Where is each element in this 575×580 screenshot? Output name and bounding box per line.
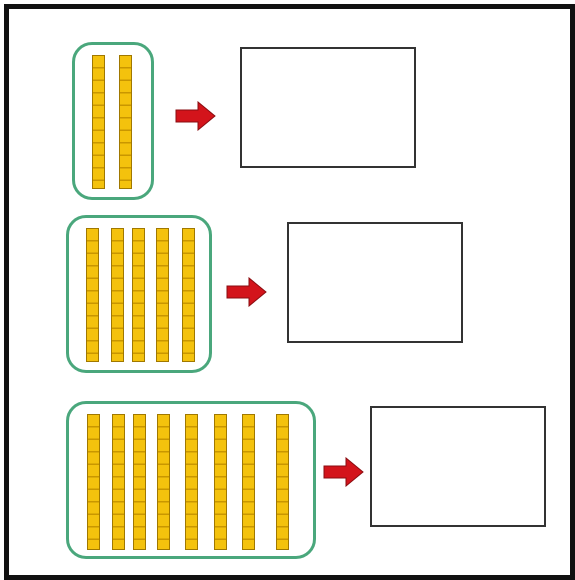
ten-rod [119, 55, 132, 189]
right-arrow-icon [175, 101, 216, 131]
ten-rod [92, 55, 105, 189]
ten-rod [133, 414, 146, 550]
right-arrow-icon [323, 457, 364, 487]
ten-rod [156, 228, 169, 362]
tens-group-2 [66, 215, 212, 373]
answer-box-1[interactable] [240, 47, 416, 168]
ten-rod [86, 228, 99, 362]
ten-rod [182, 228, 195, 362]
ten-rod [157, 414, 170, 550]
ten-rod [276, 414, 289, 550]
ten-rod [132, 228, 145, 362]
answer-box-2[interactable] [287, 222, 463, 343]
answer-box-3[interactable] [370, 406, 546, 527]
ten-rod [112, 414, 125, 550]
ten-rod [87, 414, 100, 550]
ten-rod [242, 414, 255, 550]
worksheet-frame [4, 4, 575, 580]
right-arrow-icon [226, 277, 267, 307]
ten-rod [185, 414, 198, 550]
ten-rod [111, 228, 124, 362]
ten-rod [214, 414, 227, 550]
tens-group-1 [72, 42, 154, 200]
tens-group-3 [66, 401, 316, 559]
